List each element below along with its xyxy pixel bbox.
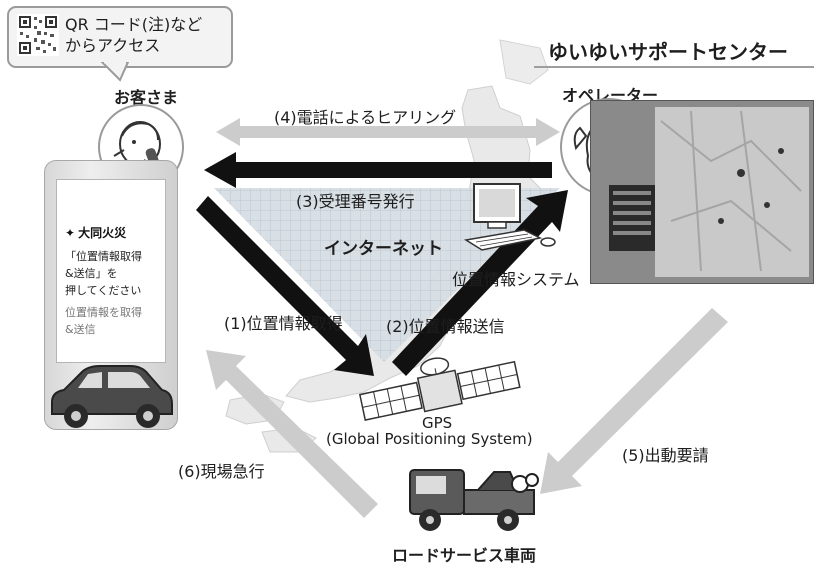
arrow-step6 [206, 350, 378, 518]
map-monitor-icon [590, 100, 814, 284]
brand-name-text: 大同火災 [78, 226, 127, 240]
flow-step4-label: (4)電話によるヒアリング [274, 108, 457, 127]
center-title-underline [534, 66, 814, 68]
qr-note-bubble: QR コード(注)など からアクセス [7, 6, 233, 68]
brand-logo-icon: ✦ [65, 226, 76, 240]
location-system-label: 位置情報システム [452, 270, 580, 289]
smartphone: ✦大同火災 「位置情報取得 &送信」を 押してください 位置情報を取得 &送信 [44, 160, 178, 430]
screen-line5: &送信 [65, 323, 96, 336]
computer-icon [463, 183, 556, 251]
brand-name: ✦大同火災 [65, 224, 126, 241]
customer-label: お客さま [114, 88, 179, 107]
bubble-tail [100, 62, 130, 82]
gps-full-label: (Global Positioning System) [326, 430, 533, 448]
screen-line3: 押してください [65, 284, 142, 297]
screen-line2: &送信」を [65, 267, 118, 280]
flow-step2-label: (2)位置情報送信 [386, 317, 505, 336]
center-title: ゆいゆいサポートセンター [548, 40, 788, 64]
gps-label: GPS [422, 414, 453, 432]
internet-label: インターネット [324, 239, 443, 259]
flow-step1-label: (1)位置情報取得 [224, 314, 343, 333]
phone-screen: ✦大同火災 「位置情報取得 &送信」を 押してください 位置情報を取得 &送信 [56, 179, 166, 363]
arrow-step5 [540, 308, 728, 494]
arrow-step4 [216, 118, 560, 146]
screen-line1: 「位置情報取得 [65, 250, 142, 263]
tow-truck-icon [409, 469, 539, 531]
screen-line4: 位置情報を取得 [65, 306, 142, 319]
arrow-step3 [204, 152, 552, 188]
qr-note-line1: QR コード(注)など [65, 15, 203, 34]
qr-code-icon [17, 14, 59, 56]
flow-step3-label: (3)受理番号発行 [296, 192, 415, 211]
satellite-icon [358, 357, 521, 421]
flow-step6-label: (6)現場急行 [178, 462, 265, 481]
road-service-label: ロードサービス車両 [392, 546, 537, 565]
car-icon [51, 365, 173, 428]
arrow-step1 [196, 196, 374, 376]
qr-note-line2: からアクセス [65, 36, 161, 55]
qr-note-text: QR コード(注)など からアクセス [65, 14, 202, 56]
flow-step5-label: (5)出動要請 [622, 446, 709, 465]
